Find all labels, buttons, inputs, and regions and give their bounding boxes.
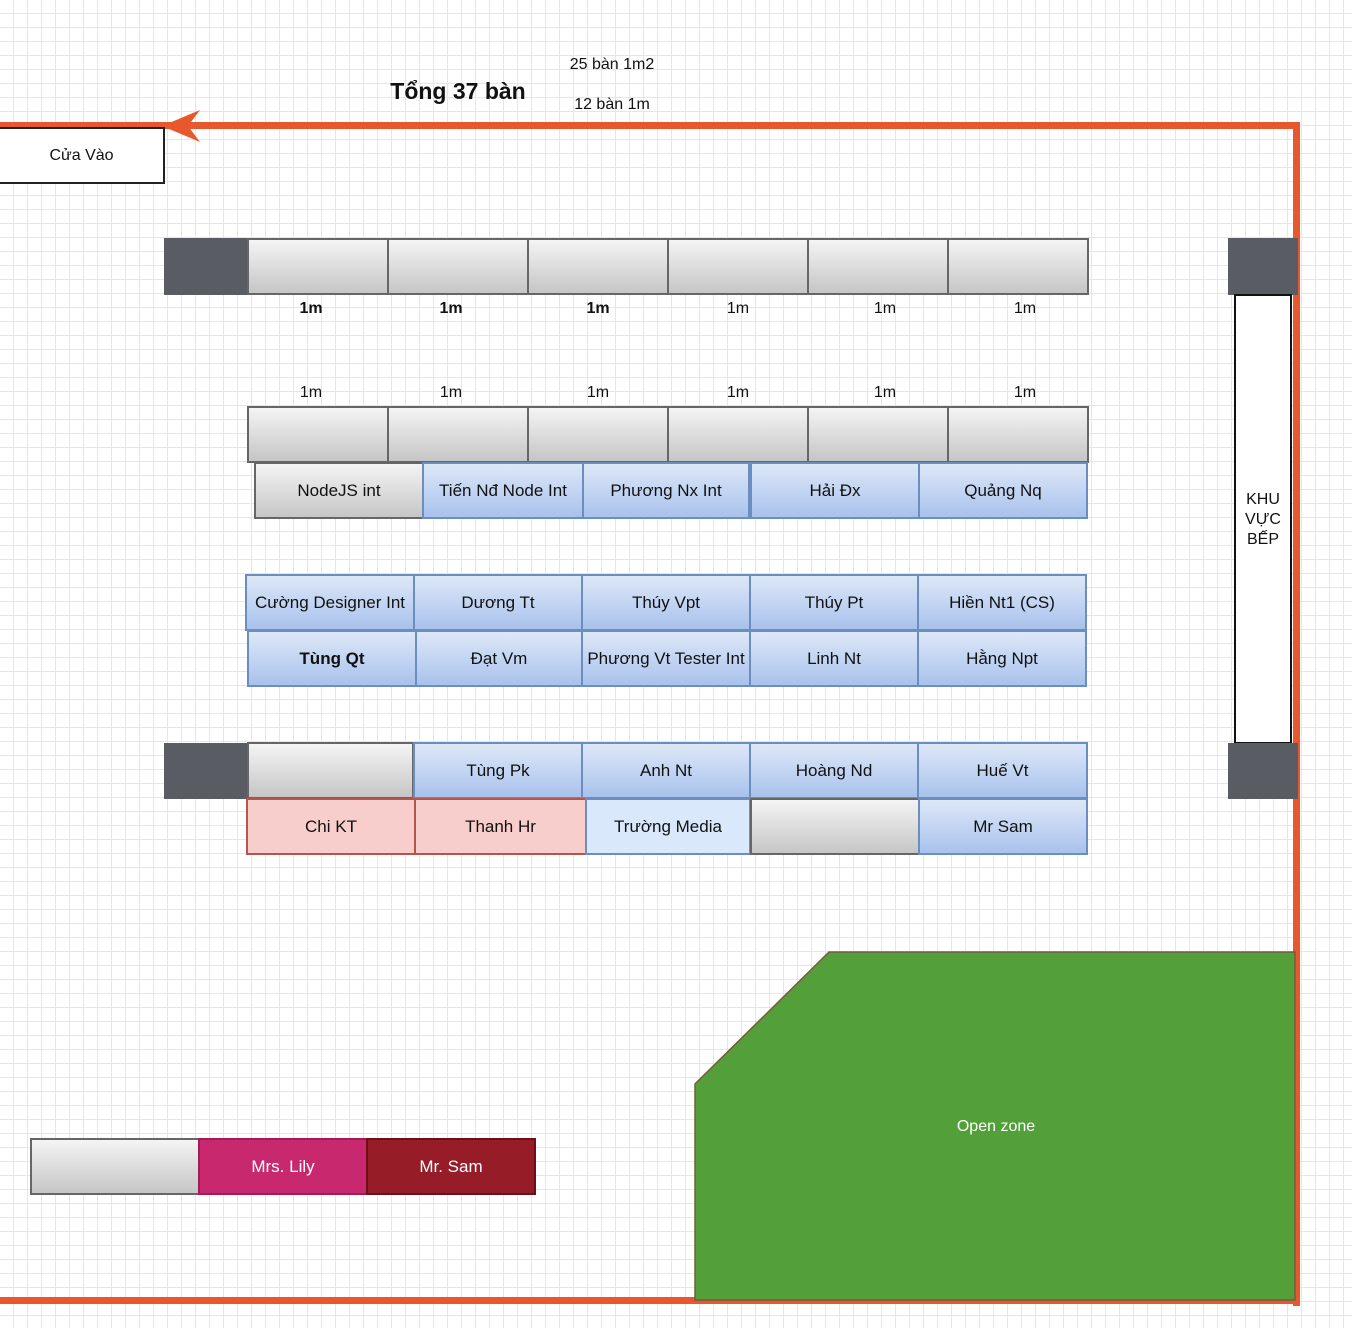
- size-label-row1-5: 1m: [873, 300, 897, 317]
- desk-row6-5[interactable]: Huế Vt: [917, 742, 1088, 799]
- desk-row7-5[interactable]: Mr Sam: [918, 798, 1088, 855]
- desk-row7-1[interactable]: Chi KT: [246, 798, 416, 855]
- open-zone-label: Open zone: [956, 1118, 1036, 1135]
- desk-row2-3[interactable]: [527, 406, 669, 463]
- desk-label: Thúy Vpt: [631, 592, 701, 612]
- desk-row1-6[interactable]: [947, 238, 1089, 295]
- entrance-label: Cửa Vào: [49, 146, 114, 164]
- desk-row6-3[interactable]: Anh Nt: [581, 742, 751, 799]
- size-label-row1-1: 1m: [299, 300, 323, 317]
- size-label-row2-3: 1m: [586, 384, 610, 401]
- arrow-left-icon: [162, 110, 200, 142]
- open-zone-shape: [694, 951, 1296, 1301]
- desk-label: Hằng Npt: [966, 648, 1038, 668]
- desk-row4-5[interactable]: Hiền Nt1 (CS): [917, 574, 1087, 631]
- desk-bottom-mr-sam[interactable]: Mr. Sam: [366, 1138, 536, 1195]
- desk-row7-2[interactable]: Thanh Hr: [414, 798, 587, 855]
- pillar-row6: [164, 743, 248, 799]
- desk-label: Dương Tt: [461, 592, 535, 612]
- size-label-row2-1: 1m: [299, 384, 323, 401]
- size-label-row1-3: 1m: [586, 300, 610, 317]
- desk-label: Mr Sam: [973, 816, 1033, 836]
- desk-label: Thúy Pt: [804, 592, 864, 612]
- desk-label: Cường Designer Int: [254, 592, 406, 612]
- desk-bottom-1[interactable]: [30, 1138, 200, 1195]
- page-title: Tổng 37 bàn: [390, 78, 526, 104]
- entrance-box: Cửa Vào: [0, 127, 165, 184]
- desk-bottom-mrs-lily[interactable]: Mrs. Lily: [198, 1138, 368, 1195]
- size-label-row2-2: 1m: [439, 384, 463, 401]
- kitchen-pillar-top: [1228, 238, 1298, 295]
- wall-right: [1293, 122, 1300, 1306]
- desk-label: Huế Vt: [976, 760, 1029, 780]
- desk-row3-5[interactable]: Quảng Nq: [918, 462, 1088, 519]
- desk-row2-4[interactable]: [667, 406, 809, 463]
- desk-row5-5[interactable]: Hằng Npt: [917, 630, 1087, 687]
- summary-line-1: 25 bàn 1m2: [569, 56, 655, 73]
- desk-row1-1[interactable]: [247, 238, 389, 295]
- desk-row5-3[interactable]: Phương Vt Tester Int: [581, 630, 751, 687]
- desk-label: Tùng Qt: [299, 648, 365, 668]
- desk-row3-2[interactable]: Tiến Nđ Node Int: [422, 462, 584, 519]
- desk-row1-5[interactable]: [807, 238, 949, 295]
- kitchen-label-1: KHU: [1246, 491, 1280, 508]
- size-label-row1-2: 1m: [439, 300, 463, 317]
- desk-row1-4[interactable]: [667, 238, 809, 295]
- desk-row4-1[interactable]: Cường Designer Int: [245, 574, 415, 631]
- desk-row4-4[interactable]: Thúy Pt: [749, 574, 919, 631]
- kitchen-label-3: BẾP: [1246, 531, 1279, 548]
- desk-label: Trường Media: [614, 816, 722, 836]
- desk-label: Tùng Pk: [466, 760, 530, 780]
- desk-label: Đạt Vm: [470, 648, 528, 668]
- desk-row5-1[interactable]: Tùng Qt: [247, 630, 417, 687]
- size-label-row1-6: 1m: [1013, 300, 1037, 317]
- kitchen-label-2: VỰC: [1245, 511, 1281, 528]
- size-label-row2-6: 1m: [1013, 384, 1037, 401]
- desk-row7-3[interactable]: Trường Media: [585, 798, 751, 855]
- desk-row2-5[interactable]: [807, 406, 949, 463]
- size-label-row1-4: 1m: [726, 300, 750, 317]
- desk-label: Mr. Sam: [419, 1156, 483, 1176]
- desk-label: Hiền Nt1 (CS): [949, 592, 1055, 612]
- pillar-row1: [164, 238, 248, 295]
- desk-label: Linh Nt: [807, 648, 861, 668]
- desk-row7-4[interactable]: [750, 798, 920, 855]
- wall-top: [0, 122, 1300, 129]
- desk-row1-3[interactable]: [527, 238, 669, 295]
- summary-line-2: 12 bàn 1m: [574, 96, 650, 113]
- kitchen-area: KHU VỰC BẾP: [1234, 294, 1292, 744]
- size-label-row2-5: 1m: [873, 384, 897, 401]
- desk-row3-3[interactable]: Phương Nx Int: [582, 462, 750, 519]
- desk-row3-4[interactable]: Hải Đx: [750, 462, 920, 519]
- desk-row2-2[interactable]: [387, 406, 529, 463]
- desk-row5-2[interactable]: Đạt Vm: [415, 630, 583, 687]
- desk-row4-2[interactable]: Dương Tt: [413, 574, 583, 631]
- desk-label: Anh Nt: [640, 760, 692, 780]
- desk-label: Tiến Nđ Node Int: [439, 480, 567, 500]
- desk-label: Mrs. Lily: [251, 1156, 315, 1176]
- desk-row2-1[interactable]: [247, 406, 389, 463]
- size-label-row2-4: 1m: [726, 384, 750, 401]
- desk-label: Thanh Hr: [465, 816, 536, 836]
- wall-bottom: [0, 1297, 1300, 1304]
- desk-label: Chi KT: [305, 816, 357, 836]
- desk-label: Hải Đx: [809, 480, 861, 500]
- desk-label: Hoàng Nd: [795, 760, 873, 780]
- desk-row3-1[interactable]: NodeJS int: [254, 462, 424, 519]
- desk-row4-3[interactable]: Thúy Vpt: [581, 574, 751, 631]
- desk-row6-1[interactable]: [247, 742, 414, 799]
- desk-row6-2[interactable]: Tùng Pk: [413, 742, 583, 799]
- desk-row1-2[interactable]: [387, 238, 529, 295]
- desk-label: Phương Vt Tester Int: [587, 648, 745, 668]
- desk-row5-4[interactable]: Linh Nt: [749, 630, 919, 687]
- desk-row6-4[interactable]: Hoàng Nd: [749, 742, 919, 799]
- desk-label: NodeJS int: [297, 480, 381, 500]
- desk-row2-6[interactable]: [947, 406, 1089, 463]
- desk-label: Quảng Nq: [964, 480, 1042, 500]
- desk-label: Phương Nx Int: [610, 480, 722, 500]
- kitchen-pillar-bottom: [1228, 743, 1298, 799]
